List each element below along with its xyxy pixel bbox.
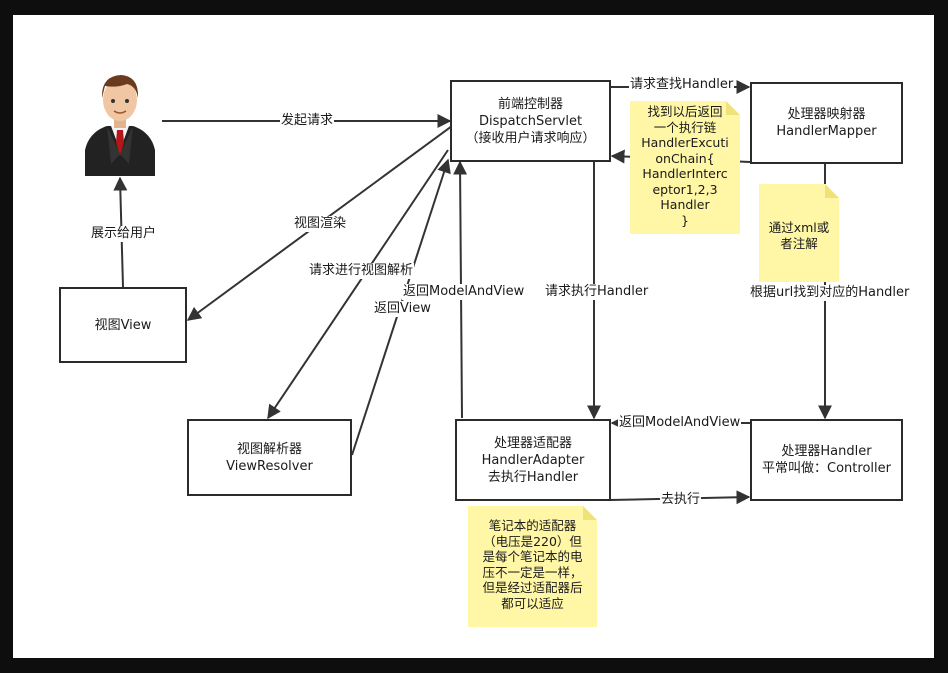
- note-adapter-line-6: 都可以适应: [501, 595, 564, 611]
- label-go-exec: 去执行: [660, 492, 702, 508]
- note-adapter-line-2: （电压是220）但: [483, 533, 582, 549]
- label-find-by-url: 根据url找到对应的Handler: [749, 285, 911, 301]
- note-adapter-line-4: 压不一定是一样，: [482, 564, 583, 580]
- dispatcher-servlet-box: 前端控制器 DispatchServlet （接收用户请求响应）: [450, 80, 611, 162]
- view-line-1: 视图View: [94, 317, 152, 333]
- note-chain-line-1: 找到以后返回: [647, 104, 723, 119]
- note-execution-chain: 找到以后返回 一个执行链 HandlerExcuti onChain{ Hand…: [630, 101, 740, 234]
- resolver-line-2: ViewResolver: [226, 458, 313, 474]
- note-chain-line-6: eptor1,2,3: [652, 181, 718, 197]
- label-show-user: 展示给用户: [90, 226, 158, 242]
- view-resolver-box: 视图解析器 ViewResolver: [187, 419, 352, 496]
- adapter-line-2: HandlerAdapter: [481, 452, 585, 468]
- note-fold: [726, 101, 740, 115]
- handler-adapter-box: 处理器适配器 HandlerAdapter 去执行Handler: [455, 419, 611, 501]
- mapper-line-2: HandlerMapper: [776, 124, 877, 139]
- note-adapter-line-1: 笔记本的适配器: [488, 518, 577, 533]
- note-chain-line-8: }: [681, 212, 689, 228]
- note-adapter-analogy: 笔记本的适配器 （电压是220）但 是每个笔记本的电 压不一定是一样， 但是经过…: [468, 506, 597, 627]
- dispatcher-line-1: 前端控制器: [497, 96, 563, 112]
- adapter-line-3: 去执行Handler: [487, 469, 579, 485]
- note-fold: [825, 184, 839, 198]
- mapper-line-1: 处理器映射器: [787, 107, 866, 122]
- note-chain-line-5: HandlerInterc: [642, 166, 728, 181]
- note-xml-line-1: 通过xml或: [768, 220, 830, 235]
- note-chain-line-7: Handler: [660, 197, 710, 212]
- note-chain-line-2: 一个执行链: [653, 119, 717, 135]
- handler-line-1: 处理器Handler: [781, 444, 872, 459]
- edge-resolve-view: [267, 149, 449, 420]
- label-exec-handler: 请求执行Handler: [544, 284, 650, 300]
- handler-line-2: 平常叫做：Controller: [762, 461, 891, 476]
- user-avatar-icon: [81, 66, 159, 176]
- label-find-handler: 请求查找Handler: [629, 77, 735, 93]
- note-adapter-line-3: 是每个笔记本的电: [482, 549, 583, 564]
- label-return-view: 返回View: [373, 301, 432, 317]
- note-xml-annotation: 通过xml或 者注解: [759, 184, 839, 282]
- label-send-request: 发起请求: [280, 113, 335, 129]
- view-box: 视图View: [59, 287, 187, 363]
- label-resolve-view: 请求进行视图解析: [308, 263, 415, 279]
- note-chain-line-4: onChain{: [655, 150, 715, 166]
- label-return-mav-dispatcher: 返回ModelAndView: [402, 284, 526, 300]
- note-chain-line-3: HandlerExcuti: [641, 135, 729, 150]
- handler-mapper-box: 处理器映射器 HandlerMapper: [750, 82, 903, 164]
- note-xml-line-2: 者注解: [780, 235, 818, 251]
- note-adapter-line-5: 但是经过适配器后: [482, 580, 583, 595]
- adapter-line-1: 处理器适配器: [493, 435, 572, 451]
- dispatcher-line-2: DispatchServlet: [478, 113, 583, 129]
- resolver-line-1: 视图解析器: [236, 441, 302, 457]
- handler-box: 处理器Handler 平常叫做：Controller: [750, 419, 903, 501]
- label-render-view: 视图渲染: [293, 216, 348, 232]
- note-fold: [583, 506, 597, 520]
- label-return-mav-adapter: 返回ModelAndView: [618, 415, 742, 431]
- dispatcher-line-3: （接收用户请求响应）: [465, 130, 596, 146]
